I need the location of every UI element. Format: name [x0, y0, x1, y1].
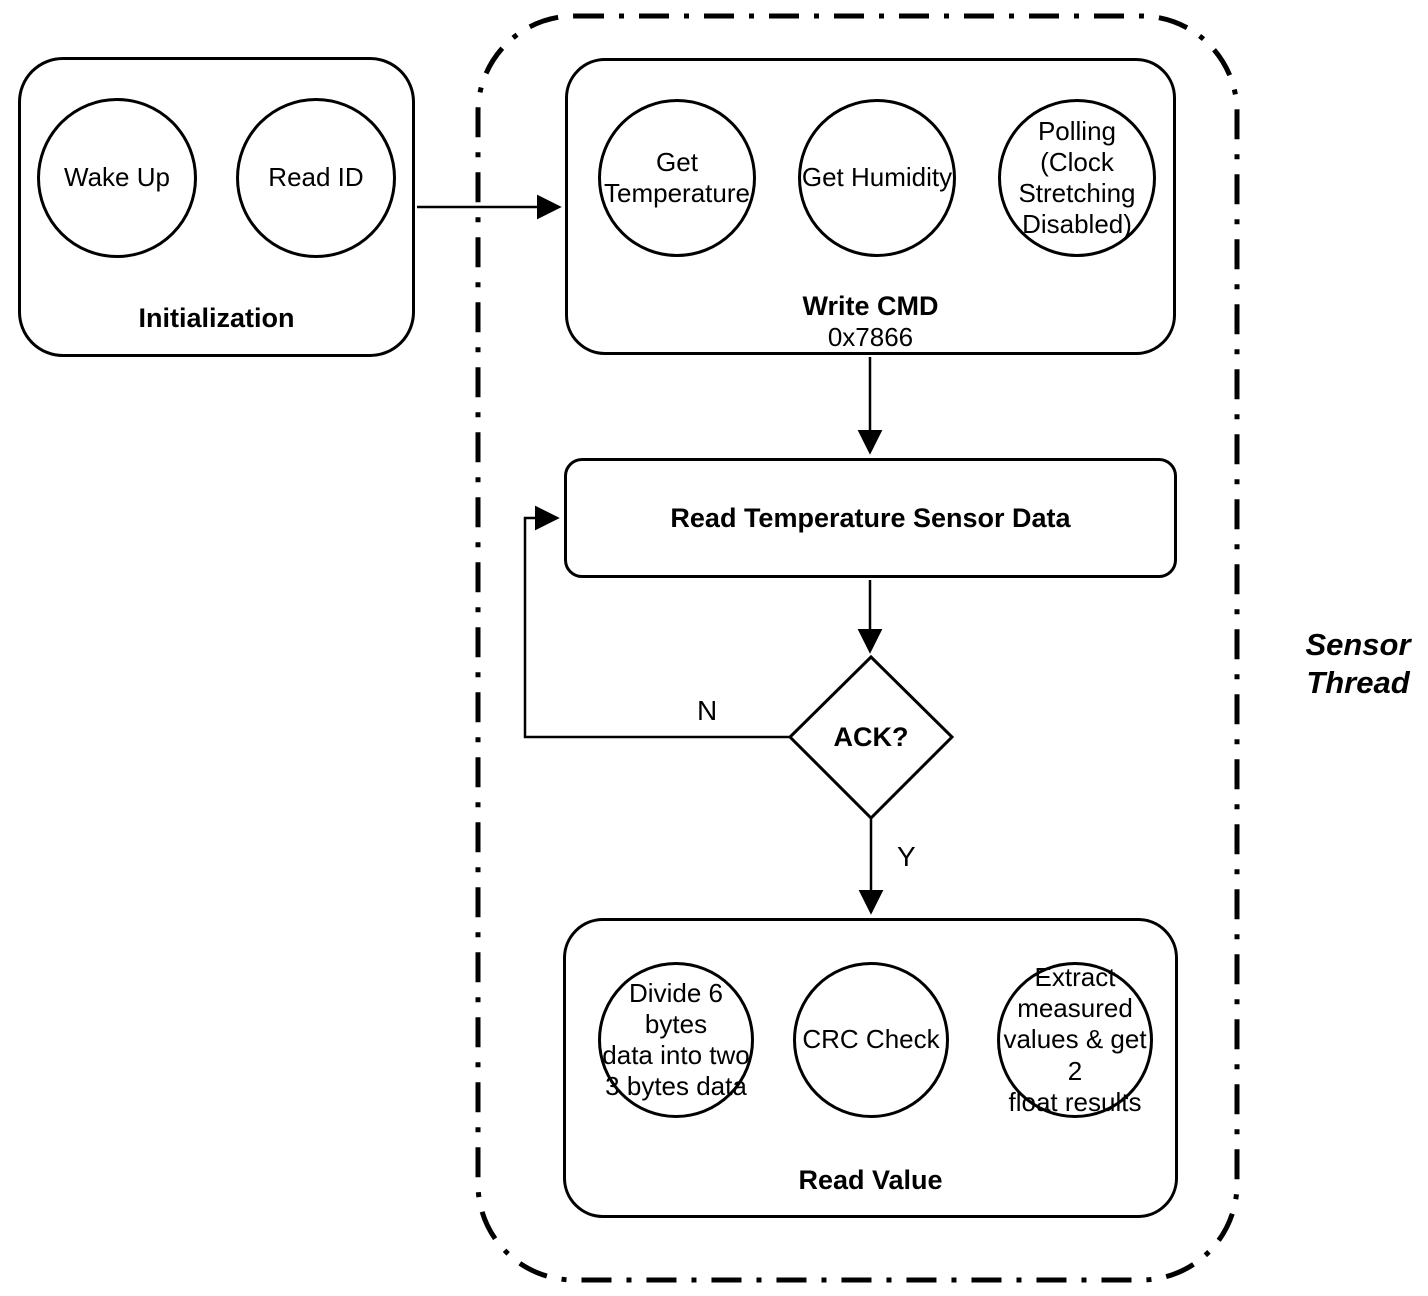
crc-check-label: CRC Check [802, 1024, 940, 1055]
wake-up-node: Wake Up [37, 98, 197, 258]
divide-bytes-node: Divide 6 bytes data into two 3 bytes dat… [598, 962, 754, 1118]
polling-node: Polling (Clock Stretching Disabled) [998, 99, 1156, 257]
crc-check-node: CRC Check [793, 962, 949, 1118]
get-humidity-node: Get Humidity [798, 99, 956, 257]
read-id-node: Read ID [236, 98, 396, 258]
read-temp-step-label: Read Temperature Sensor Data [670, 502, 1071, 533]
no-branch-label: N [697, 695, 718, 726]
sensor-thread-boundary [475, 13, 1240, 1283]
write-cmd-group-subtitle: 0x7866 [827, 322, 914, 352]
get-temperature-label: Get Temperature [604, 146, 750, 208]
divide-bytes-label: Divide 6 bytes data into two 3 bytes dat… [602, 977, 750, 1102]
get-temperature-node: Get Temperature [598, 99, 756, 257]
read-value-group-label: Read Value [798, 1165, 943, 1195]
polling-label: Polling (Clock Stretching Disabled) [1018, 115, 1136, 240]
initialization-group-label: Initialization [138, 303, 295, 333]
read-temp-step: Read Temperature Sensor Data [564, 458, 1177, 578]
wake-up-label: Wake Up [64, 162, 170, 193]
get-humidity-label: Get Humidity [801, 162, 953, 193]
extract-values-label: Extract measured values & get 2 float re… [1003, 962, 1147, 1117]
yes-branch-label: Y [897, 841, 916, 872]
connector-ack-no-loop [523, 505, 789, 739]
sensor-thread-label: Sensor Thread [1305, 627, 1411, 700]
extract-values-node: Extract measured values & get 2 float re… [997, 962, 1153, 1118]
ack-diamond-shape [787, 654, 955, 821]
read-id-label: Read ID [268, 162, 364, 193]
ack-decision-label: ACK? [833, 721, 909, 752]
write-cmd-group-title: Write CMD [802, 291, 939, 321]
